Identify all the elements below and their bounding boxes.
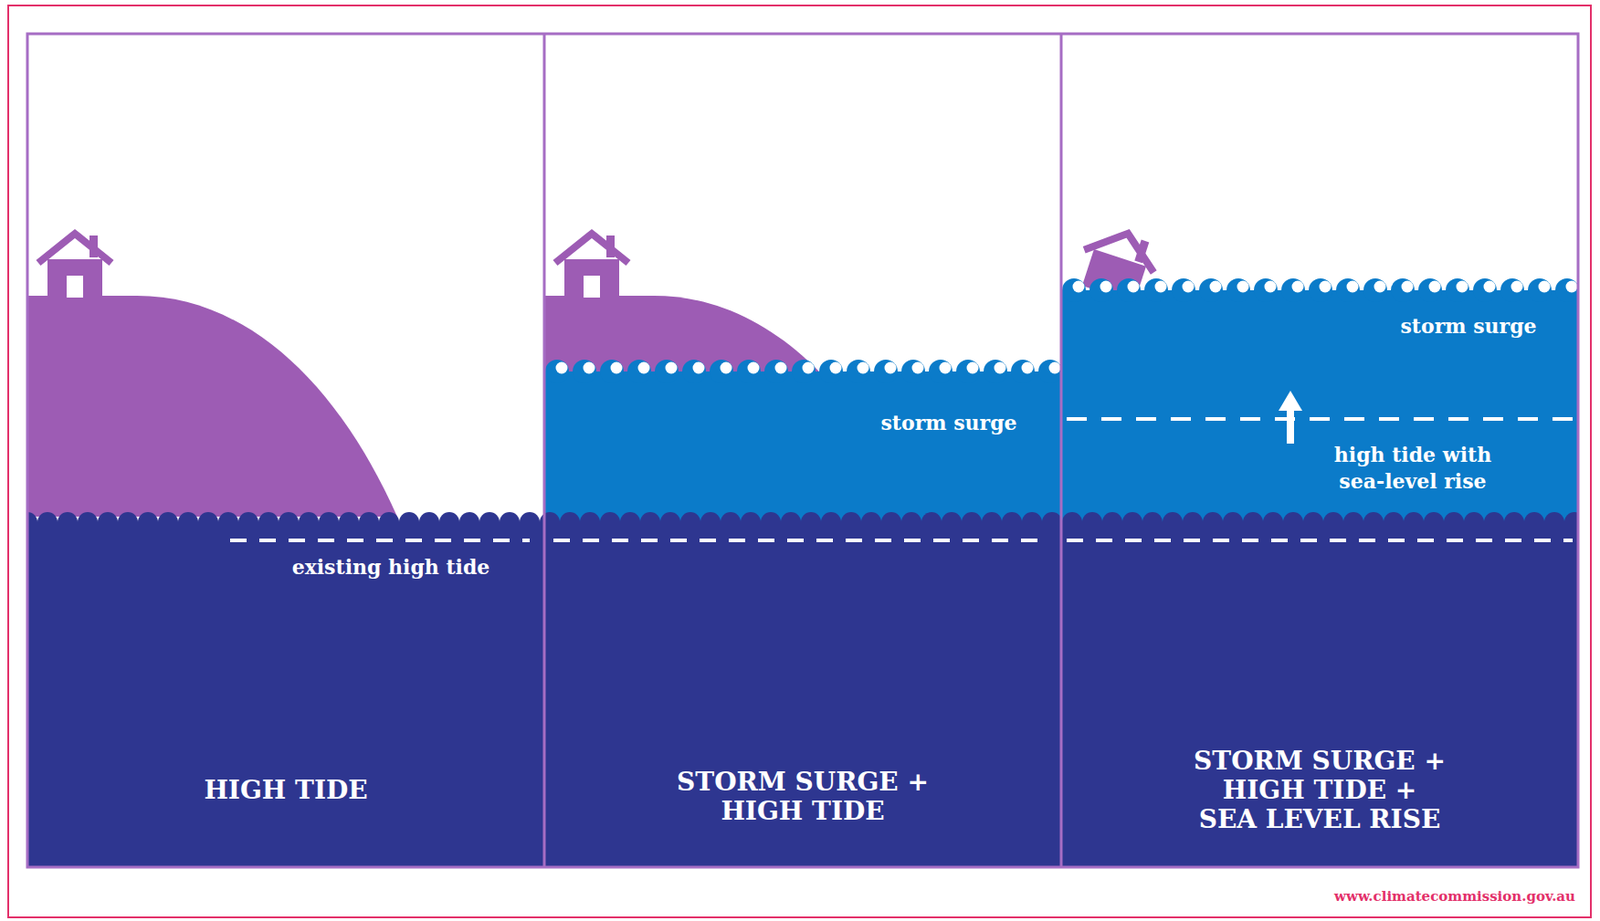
scenario-panel: storm surge high tide with sea-level rise… xyxy=(1061,33,1579,868)
storm-surge-water xyxy=(544,371,1062,527)
rise-arrow-head xyxy=(1278,390,1303,411)
wave-curl xyxy=(600,359,624,384)
panel-divider xyxy=(543,33,547,868)
rise-arrow xyxy=(1286,409,1295,444)
wave-curl xyxy=(1038,359,1063,384)
wave-curl xyxy=(1336,278,1360,303)
wave-curl xyxy=(1226,278,1251,303)
wave-curl xyxy=(928,359,953,384)
wave-curl xyxy=(545,359,569,384)
tide-line xyxy=(553,538,1051,543)
water-level-label: storm surge xyxy=(1400,313,1537,340)
wave-curl xyxy=(1010,359,1035,384)
wave-curl xyxy=(1089,278,1114,303)
wave-curl xyxy=(1116,278,1141,303)
wave-curl xyxy=(956,359,980,384)
scenario-panel: storm surgeSTORM SURGE + HIGH TIDE xyxy=(544,33,1062,868)
water-level-label: high tide with sea-level rise xyxy=(1312,442,1514,495)
wave-curl xyxy=(791,359,816,384)
source-url: www.climatecommission.gov.au xyxy=(1334,888,1576,906)
house xyxy=(555,233,629,298)
wave-curl xyxy=(654,359,679,384)
water-level-label: existing high tide xyxy=(292,554,491,581)
tide-line xyxy=(1066,538,1573,543)
wave-curl xyxy=(1445,278,1470,303)
wave-curl xyxy=(1555,278,1579,303)
house xyxy=(38,233,112,298)
panel-frame xyxy=(27,33,1579,868)
wave-curl xyxy=(1253,278,1278,303)
wave-curl xyxy=(1062,278,1086,303)
wave-curl xyxy=(1171,278,1196,303)
hill xyxy=(27,295,398,517)
scenario-title: STORM SURGE + HIGH TIDE xyxy=(673,768,932,827)
wave-curl xyxy=(901,359,926,384)
scenario-title: STORM SURGE + HIGH TIDE + SEA LEVEL RISE xyxy=(1190,747,1449,836)
wave-curl xyxy=(764,359,789,384)
scenario-panel: existing high tideHIGH TIDE xyxy=(27,33,545,868)
wave-curl xyxy=(1199,278,1223,303)
outer-frame xyxy=(8,5,1591,918)
wave-curl xyxy=(736,359,761,384)
tide-line xyxy=(230,538,530,543)
wave-curl xyxy=(627,359,652,384)
wave-curl xyxy=(1390,278,1415,303)
wave-curl xyxy=(1473,278,1497,303)
water-level-label: storm surge xyxy=(880,410,1017,437)
wave-curl xyxy=(1281,278,1306,303)
wave-curl xyxy=(682,359,706,384)
wave-curl xyxy=(709,359,734,384)
wave-curl xyxy=(846,359,871,384)
wave-curl xyxy=(819,359,843,384)
sea xyxy=(27,522,1579,868)
wave-curl xyxy=(983,359,1008,384)
wave-curl xyxy=(1527,278,1552,303)
wave-curl xyxy=(873,359,898,384)
panel-divider xyxy=(1060,33,1064,868)
wave-curl xyxy=(1418,278,1443,303)
tide-line xyxy=(1066,417,1573,422)
wave-curl xyxy=(572,359,597,384)
storm-surge-water xyxy=(1061,290,1579,527)
wave-curl xyxy=(1500,278,1525,303)
wave-curl xyxy=(1363,278,1388,303)
wave-curl xyxy=(1308,278,1333,303)
wave-curl xyxy=(1144,278,1169,303)
scenario-title: HIGH TIDE xyxy=(157,776,415,806)
